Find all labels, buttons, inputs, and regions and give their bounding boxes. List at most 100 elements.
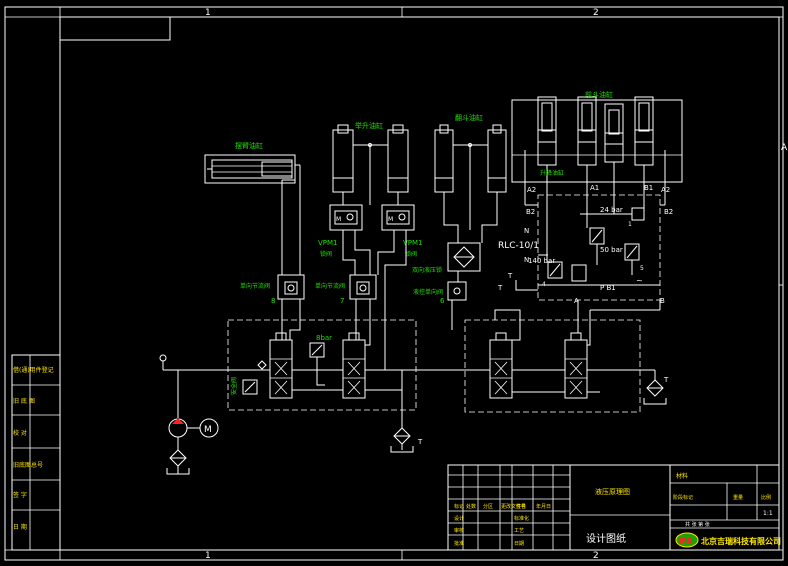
tb-sheets: 共 张 第 张 bbox=[685, 521, 710, 528]
tb-date: 日期 bbox=[514, 541, 524, 547]
zone-bottom-1: 1 bbox=[205, 551, 211, 561]
company-logo: JRS bbox=[675, 532, 699, 548]
rlc-num-1: 1 bbox=[628, 221, 632, 228]
left-table-6: 日 期 bbox=[13, 523, 27, 531]
v6-label: 液控单向阀 bbox=[413, 288, 443, 296]
zone-top-1: 1 bbox=[205, 8, 211, 18]
left-table-5: 签 字 bbox=[13, 491, 27, 499]
rlc-num-4: 4 bbox=[542, 281, 546, 288]
lift-cylinders bbox=[332, 124, 409, 205]
svg-text:M: M bbox=[388, 216, 393, 223]
zone-right-a: A bbox=[781, 143, 788, 153]
return-filter-left bbox=[390, 427, 414, 453]
valve-6 bbox=[447, 281, 467, 330]
inner-border bbox=[59, 16, 780, 551]
return-filter-right bbox=[643, 379, 667, 405]
right-valve-bank-boundary bbox=[464, 319, 641, 413]
right-directional-valve-1 bbox=[489, 332, 513, 399]
bridge-valve bbox=[447, 242, 481, 282]
v8-label: 单向节流阀 bbox=[240, 282, 270, 290]
main-lines bbox=[159, 354, 656, 428]
vpm-left-label: VPM1 bbox=[318, 239, 338, 247]
left-valve-bank-boundary bbox=[227, 319, 417, 411]
port-a2-left: A2 bbox=[527, 186, 536, 194]
left-table-2: 旧 底 图 bbox=[13, 397, 35, 405]
tb-header-6: 年月日 bbox=[536, 503, 551, 510]
cyl-right2-label: 前斗油缸 bbox=[585, 90, 613, 99]
port-t: T bbox=[507, 272, 513, 280]
pressure-8bar: 8bar bbox=[316, 334, 332, 342]
port-a: A bbox=[574, 297, 579, 305]
v6-number: 6 bbox=[440, 297, 445, 305]
left-table-3: 校 对 bbox=[13, 429, 27, 437]
pump-motor: M bbox=[166, 418, 219, 475]
swing-cylinder bbox=[204, 154, 301, 275]
tb-process: 工艺 bbox=[514, 528, 524, 534]
left-table-4: 旧底图总号 bbox=[13, 461, 43, 469]
tank-t-right: T bbox=[663, 376, 669, 384]
left-directional-valve-1 bbox=[269, 332, 293, 399]
valve-7 bbox=[349, 274, 377, 330]
tb-material: 材料 bbox=[676, 472, 688, 480]
tb-weight: 重量 bbox=[733, 494, 743, 501]
zone-bottom-2: 2 bbox=[593, 551, 599, 561]
valve-8 bbox=[277, 274, 305, 320]
tb-scale: 比例 bbox=[761, 494, 771, 501]
left-table-1: 借(通)用件登记 bbox=[13, 366, 54, 374]
left-registration-table: 借(通)用件登记 旧 底 图 校 对 旧底图总号 签 字 日 期 bbox=[11, 354, 61, 551]
tank-t-left: T bbox=[417, 438, 423, 446]
relief-valves-left bbox=[242, 320, 386, 395]
vpm-right-sub: 锁阀 bbox=[405, 250, 417, 258]
pressure-24bar: 24 bar bbox=[600, 206, 623, 214]
tank-t-rlc: T bbox=[497, 284, 503, 292]
vpm-left-sub: 锁阀 bbox=[320, 250, 332, 258]
svg-text:M: M bbox=[336, 216, 341, 223]
tb-stage-mark: 阶段标记 bbox=[673, 494, 693, 501]
tb-header-3: 分区 bbox=[483, 503, 493, 510]
rlc-num-5: 5 bbox=[640, 265, 644, 272]
title-block bbox=[447, 464, 780, 551]
pressure-50bar: 50 bar bbox=[600, 246, 623, 254]
drawing-name: 液压原理图 bbox=[595, 487, 630, 496]
stage-label: 设计图纸 bbox=[586, 532, 626, 545]
left-directional-valve-2 bbox=[342, 332, 366, 399]
tb-design: 设计 bbox=[454, 515, 464, 522]
v8-number: 8 bbox=[271, 297, 275, 305]
tb-header-1: 标记 bbox=[454, 503, 464, 510]
port-b2-right: B2 bbox=[664, 208, 673, 216]
cyl-left-label: 摆臂油缸 bbox=[235, 141, 263, 150]
vpm-valve-left: M bbox=[329, 204, 363, 240]
cyl-right1-label: 翻斗油缸 bbox=[455, 113, 483, 122]
rlc-valve-block: ~ bbox=[524, 190, 666, 301]
tb-standard: 标准化 bbox=[514, 515, 529, 522]
tb-header-4: 更改文件号 bbox=[501, 503, 526, 510]
tipping-cylinders bbox=[434, 124, 507, 243]
port-a2-right: A2 bbox=[661, 186, 670, 194]
outer-border bbox=[4, 6, 784, 561]
port-n-b: N bbox=[524, 227, 529, 235]
port-a1: A1 bbox=[590, 184, 599, 192]
port-b2-left: B2 bbox=[526, 208, 535, 216]
svg-text:JRS: JRS bbox=[678, 537, 692, 545]
dual-lock-label: 双向液压锁 bbox=[412, 266, 442, 274]
vpm-right-label: VPM1 bbox=[403, 239, 423, 247]
port-n: N bbox=[524, 256, 529, 264]
tb-scale-value: 1:1 bbox=[763, 510, 773, 517]
motor-label: M bbox=[204, 425, 212, 435]
svg-text:~: ~ bbox=[636, 276, 643, 285]
pressure-140bar: 140 bar bbox=[528, 257, 555, 265]
port-b: B bbox=[660, 297, 665, 305]
pb1-label: P B1 bbox=[600, 284, 616, 292]
tb-header-2: 处数 bbox=[466, 503, 476, 510]
v7-label: 单向节流阀 bbox=[315, 282, 345, 290]
tb-approve: 批准 bbox=[454, 540, 464, 547]
pump-side-label: 安全阀 bbox=[230, 377, 238, 395]
cyl-right3-label: 升降油缸 bbox=[540, 169, 564, 177]
tb-review: 审核 bbox=[454, 527, 464, 534]
cyl-mid-label: 举升油缸 bbox=[355, 121, 383, 130]
company-name: 北京吉瑞科技有限公司 bbox=[701, 536, 781, 546]
right-cylinder-group bbox=[511, 96, 683, 190]
port-b1: B1 bbox=[644, 184, 653, 192]
vpm-valve-right: M bbox=[381, 204, 415, 240]
